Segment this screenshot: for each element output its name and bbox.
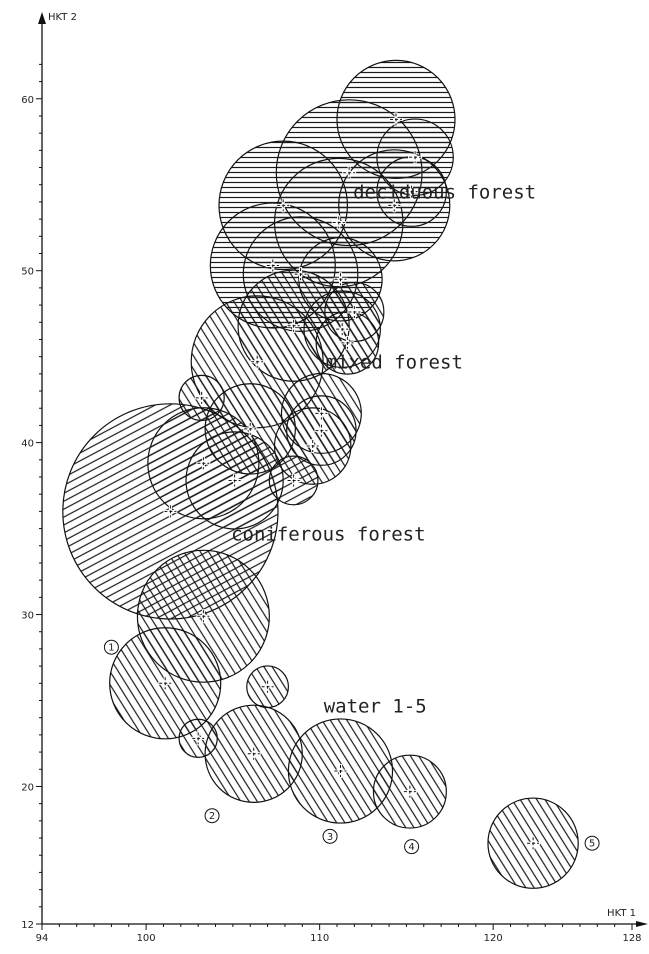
sample-label-number: 5 (589, 839, 595, 850)
deciduous-center-marker (277, 199, 290, 212)
water-center-marker (403, 785, 416, 798)
sample-label-ring (103, 639, 119, 655)
x-axis-arrow (636, 921, 648, 927)
mixed-center-marker (251, 355, 264, 368)
y-tick-label: 20 (21, 782, 34, 793)
y-ticks: 12 20 30 40 50 60 (21, 63, 42, 931)
mixed-center-marker (306, 440, 319, 453)
deciduous-center-marker (409, 151, 422, 164)
annotation-label: mixed forest (326, 352, 463, 374)
y-axis-arrow (38, 12, 46, 24)
y-tick-label: 12 (21, 920, 34, 931)
water-center-marker (527, 837, 540, 850)
mixed-center-marker (315, 424, 328, 437)
coniferous-center-marker (228, 474, 241, 487)
y-tick-label: 50 (21, 267, 34, 278)
y-tick-label: 40 (21, 439, 34, 450)
sample-label-number: 4 (408, 842, 414, 853)
y-tick-label: 60 (21, 95, 34, 106)
water-region (109, 549, 579, 889)
annotation-label: water 1-5 (324, 696, 427, 718)
mixed-center-marker (287, 319, 300, 332)
sample-label-number: 1 (108, 643, 114, 654)
x-tick-label: 100 (137, 933, 156, 944)
annotations: deciduous forest mixed forest coniferous f… (231, 181, 536, 717)
water-center-marker (192, 732, 205, 745)
deciduous-center-marker (343, 166, 356, 179)
sample-label-ring (404, 839, 420, 855)
coniferous-center-marker (287, 474, 300, 487)
x-tick-label: 94 (36, 933, 49, 944)
water-center-marker (334, 764, 347, 777)
sample-label-number: 3 (327, 832, 333, 843)
x-ticks: 94 100 110 120 128 (36, 924, 642, 944)
annotation-label: coniferous forest (231, 524, 425, 546)
sample-markers (158, 112, 541, 851)
sample-label-ring (584, 835, 600, 851)
deciduous-center-marker (405, 185, 418, 198)
mixed-center-marker (244, 422, 257, 435)
deciduous-center-marker (334, 273, 347, 286)
water-center-marker (261, 680, 274, 693)
deciduous-center-marker (332, 216, 345, 229)
y-tick-label: 30 (21, 611, 34, 622)
sample-label-ring (322, 828, 338, 844)
deciduous-center-marker (294, 268, 307, 281)
water-center-marker (247, 747, 260, 760)
sample-label-ring (204, 808, 220, 824)
water-center-marker (197, 610, 210, 623)
deciduous-center-marker (390, 113, 402, 126)
y-axis-title: HKT 2 (48, 12, 77, 23)
mixed-center-marker (315, 407, 328, 420)
water-center-marker (159, 677, 172, 690)
deciduous-center-marker (266, 259, 279, 272)
sample-label-number: 2 (209, 811, 215, 822)
sample-labels: 1 2 3 4 5 (103, 639, 600, 855)
x-tick-label: 128 (622, 933, 641, 944)
mixed-center-marker (341, 336, 354, 349)
mixed-center-marker (348, 305, 361, 318)
mixed-center-marker (336, 323, 349, 336)
x-tick-label: 110 (310, 933, 329, 944)
x-axis-title: HKT 1 (607, 908, 636, 919)
x-tick-label: 120 (484, 933, 503, 944)
coniferous-center-marker (164, 505, 177, 518)
coniferous-center-marker (197, 457, 210, 470)
mixed-center-marker (195, 391, 208, 404)
deciduous-center-marker (388, 199, 401, 212)
annotation-label: deciduous forest (353, 181, 536, 203)
